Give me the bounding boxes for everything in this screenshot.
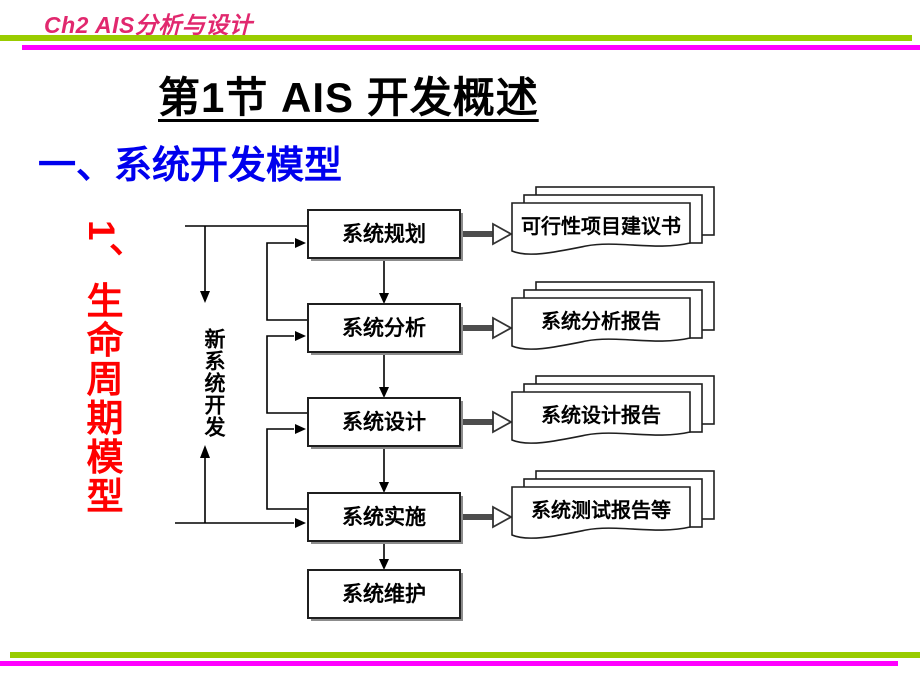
header-green-rule xyxy=(0,35,912,41)
document-label: 系统分析报告 xyxy=(541,309,661,333)
stage-box-label: 系统分析 xyxy=(342,316,426,340)
flow-arrowhead-3 xyxy=(379,482,389,493)
side-label-vertical: 1、生命周期模型 xyxy=(81,220,122,516)
stage-box-rect xyxy=(307,492,461,542)
stage-box-3: 系统设计 xyxy=(307,397,463,449)
output-arrow-3 xyxy=(462,410,513,434)
stage-box-1: 系统规划 xyxy=(307,209,463,261)
output-arrow-4 xyxy=(462,505,513,529)
footer-magenta-rule xyxy=(0,661,898,666)
stage-box-label: 系统规划 xyxy=(342,222,426,246)
up-arrowhead xyxy=(200,445,210,458)
stage-box-label: 系统维护 xyxy=(342,582,426,606)
stage-box-2: 系统分析 xyxy=(307,303,463,355)
page-title: 第1节 AIS 开发概述 xyxy=(158,74,539,121)
document-label: 可行性项目建议书 xyxy=(521,214,681,238)
header-magenta-rule xyxy=(22,45,920,50)
section-heading: 一、系统开发模型 xyxy=(38,145,343,187)
output-arrow-2 xyxy=(462,316,513,340)
flow-arrowhead-1 xyxy=(379,293,389,304)
document-stack-4: 系统测试报告等 xyxy=(511,470,715,539)
feedback-loop-2 xyxy=(266,335,308,414)
document-stacks: 可行性项目建议书 系统分析报告 系统设计报告 系统测试报告等 xyxy=(511,186,715,539)
feedback-loops xyxy=(266,242,308,510)
document-front xyxy=(511,391,691,444)
feedback-arrowhead-2 xyxy=(295,331,306,341)
stage-box-5: 系统维护 xyxy=(307,569,463,621)
document-front xyxy=(511,202,691,255)
stage-box-4: 系统实施 xyxy=(307,492,463,544)
output-arrow-1 xyxy=(462,222,513,246)
stage-box-rect xyxy=(307,397,461,447)
feedback-loop-3 xyxy=(266,428,308,510)
document-stack-2: 系统分析报告 xyxy=(511,281,715,350)
cycle-label-vertical: 新系统开发 xyxy=(202,328,225,438)
stage-box-rect xyxy=(307,209,461,259)
course-header-text: Ch2 AIS分析与设计 xyxy=(44,12,253,38)
stage-box-rect xyxy=(307,303,461,353)
document-stack-3: 系统设计报告 xyxy=(511,375,715,444)
stage-box-label: 系统实施 xyxy=(342,505,426,529)
stage-box-label: 系统设计 xyxy=(342,410,426,434)
feedback-loop-1 xyxy=(266,242,308,321)
document-label: 系统设计报告 xyxy=(541,403,661,427)
feedback-arrowhead-1 xyxy=(295,238,306,248)
footer-green-rule xyxy=(10,652,920,658)
output-arrows xyxy=(462,222,513,529)
document-front xyxy=(511,297,691,350)
flow-arrowhead-2 xyxy=(379,387,389,398)
feedback-arrowhead-3 xyxy=(295,424,306,434)
bottom-line-arrowhead xyxy=(295,518,306,528)
dev-scope-frame xyxy=(175,225,307,524)
document-front xyxy=(511,486,691,539)
document-stack-1: 可行性项目建议书 xyxy=(511,186,715,255)
stage-boxes: 系统规划 系统分析 系统设计 系统实施 系统维护 xyxy=(307,209,463,621)
flow-arrowhead-4 xyxy=(379,559,389,570)
document-label: 系统测试报告等 xyxy=(531,498,671,522)
down-arrowhead xyxy=(200,291,210,303)
stage-box-rect xyxy=(307,569,461,619)
